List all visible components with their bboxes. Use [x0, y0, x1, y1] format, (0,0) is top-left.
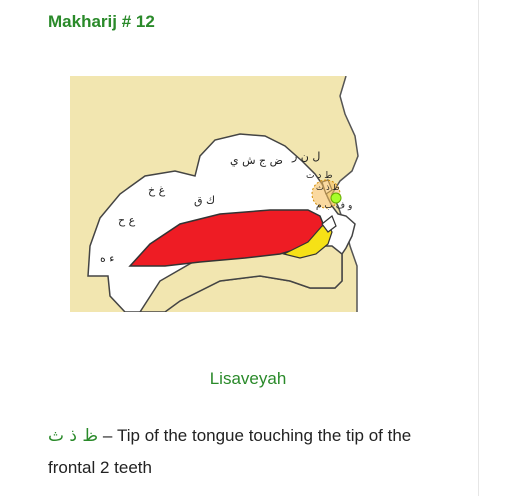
label-lips: و ف ب م: [316, 201, 352, 211]
lower-teeth: [321, 215, 337, 233]
articulation-point: [330, 192, 342, 204]
label-throat-top: غ خ: [148, 184, 166, 197]
label-tip-letters: ط د ت: [306, 171, 333, 181]
label-front-teeth: ظ ذ ث: [316, 183, 340, 192]
makharij-diagram: ء ه ع ح غ خ ك ق ض ج ش ي ل ن ر ط د ت و ف …: [70, 75, 370, 313]
tongue-tip: [282, 223, 333, 259]
label-middle-tongue: ض ج ش ي: [230, 154, 283, 167]
label-back-tongue: ك ق: [194, 194, 215, 207]
label-throat-deep: ء ه: [100, 252, 114, 265]
profile-outline: [332, 76, 370, 312]
arabic-letters: ظ ذ ث: [48, 426, 99, 446]
content-divider: [478, 0, 479, 496]
page-title: Makharij # 12: [48, 12, 155, 31]
label-edge-top: ل ن ر: [291, 150, 320, 163]
figure-caption: Lisaveyah: [209, 369, 287, 388]
description-text: – Tip of the tongue touching the tip of …: [48, 426, 412, 477]
label-throat-mid: ع ح: [118, 214, 136, 227]
description-paragraph: ظ ذ ث – Tip of the tongue touching the t…: [48, 420, 458, 484]
mouth-illustration: ء ه ع ح غ خ ك ق ض ج ش ي ل ن ر ط د ت و ف …: [70, 75, 370, 313]
